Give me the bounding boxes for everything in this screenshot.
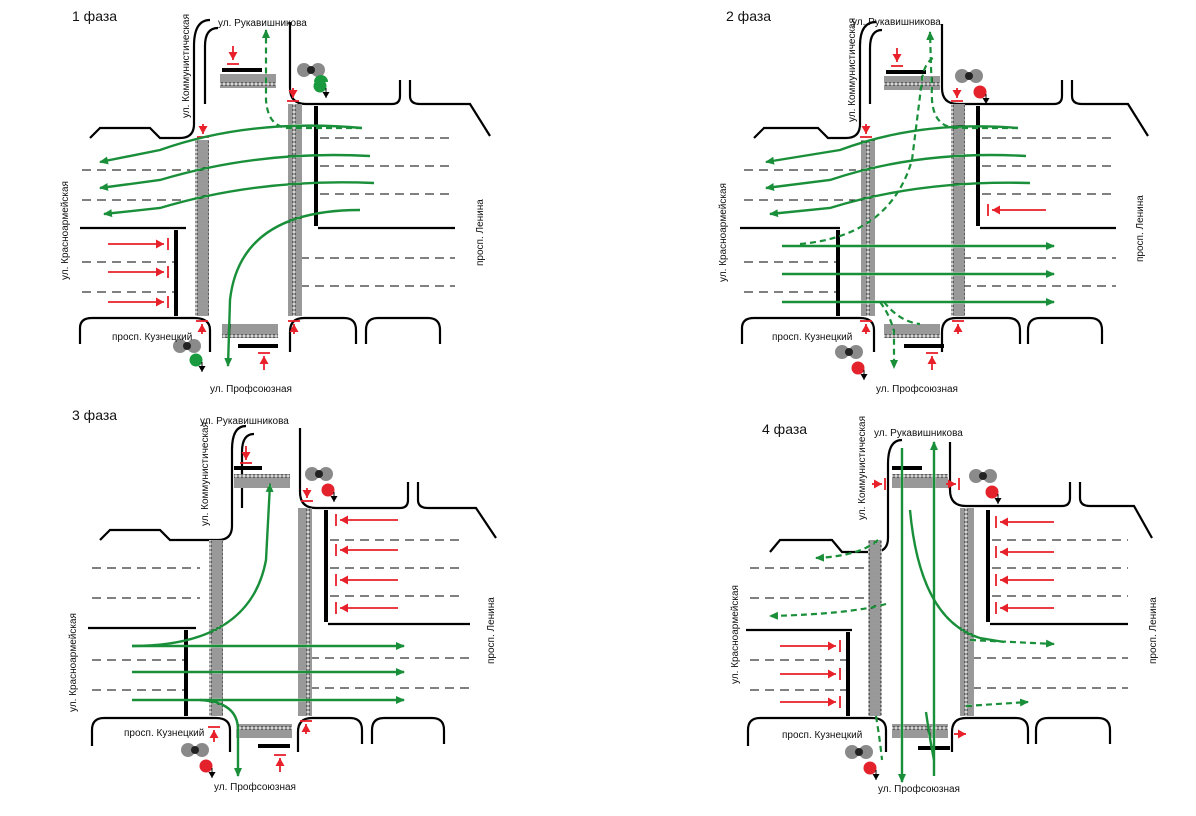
stop-lines xyxy=(846,466,990,750)
street-label-west: ул. Коммунистическая xyxy=(857,416,868,520)
street-label-north: ул. Рукавишникова xyxy=(874,428,963,439)
green-flows xyxy=(769,441,1055,783)
red-stop-arrows xyxy=(208,446,398,772)
street-label-east: просп. Ленина xyxy=(1135,195,1146,262)
street-label-east: просп. Ленина xyxy=(1148,597,1159,664)
street-label-south: ул. Профсоюзная xyxy=(214,781,296,793)
street-label-north: ул. Рукавишникова xyxy=(852,17,941,28)
street-label-southwest: просп. Кузнецкий xyxy=(772,332,852,343)
street-label-east: просп. Ленина xyxy=(486,597,497,664)
street-label-south: ул. Профсоюзная xyxy=(210,383,292,395)
phase-title: 3 фаза xyxy=(72,407,117,423)
red-stop-arrows xyxy=(860,48,1046,370)
traffic-light-south xyxy=(835,345,868,380)
street-label-left: ул. Красноармейская xyxy=(730,585,741,684)
crosswalks xyxy=(868,474,974,738)
green-flows xyxy=(131,483,405,777)
phase-title: 2 фаза xyxy=(726,8,771,24)
street-label-south: ул. Профсоюзная xyxy=(878,783,960,795)
crosswalks xyxy=(195,74,302,338)
phase-title: 1 фаза xyxy=(72,8,117,24)
street-label-southwest: просп. Кузнецкий xyxy=(782,730,862,741)
crosswalks xyxy=(861,76,965,338)
traffic-light-north xyxy=(305,467,338,502)
street-label-left: ул. Красноармейская xyxy=(718,183,729,282)
road-edges xyxy=(740,20,1149,352)
lane-markings xyxy=(750,539,1128,691)
street-label-west: ул. Коммунистическая xyxy=(181,14,192,118)
street-label-west: ул. Коммунистическая xyxy=(200,422,211,526)
green-flows xyxy=(765,31,1055,369)
traffic-light-south xyxy=(173,339,206,372)
phase-title: 4 фаза xyxy=(762,421,807,437)
traffic-light-south xyxy=(845,745,880,780)
street-label-north: ул. Рукавишникова xyxy=(218,18,307,29)
street-label-east: просп. Ленина xyxy=(475,199,486,266)
traffic-light-south xyxy=(181,743,216,778)
red-stop-arrows xyxy=(780,478,1054,739)
street-label-southwest: просп. Кузнецкий xyxy=(112,332,192,343)
phase-1-panel: 1 фаза xyxy=(60,8,491,395)
phase-3-panel: 3 фаза xyxy=(68,407,497,793)
road-edges xyxy=(88,424,497,752)
street-label-southwest: просп. Кузнецкий xyxy=(124,728,204,739)
crosswalks xyxy=(209,474,312,738)
lane-markings xyxy=(92,539,470,691)
phase-4-panel: 4 фаза xyxy=(730,416,1159,795)
street-label-west: ул. Коммунистическая xyxy=(847,18,858,122)
traffic-light-north xyxy=(955,69,990,104)
street-label-south: ул. Профсоюзная xyxy=(876,383,958,395)
red-stop-arrows xyxy=(108,46,300,370)
phase-2-panel: 2 фаза xyxy=(718,8,1149,395)
traffic-light-north xyxy=(297,63,330,98)
street-label-left: ул. Красноармейская xyxy=(68,613,79,712)
green-flows xyxy=(99,29,375,367)
road-edges xyxy=(746,438,1153,752)
street-label-left: ул. Красноармейская xyxy=(60,181,71,280)
traffic-light-north xyxy=(969,469,1002,504)
street-label-north: ул. Рукавишникова xyxy=(200,416,289,427)
lane-markings xyxy=(82,137,455,293)
lane-markings xyxy=(744,137,1116,293)
